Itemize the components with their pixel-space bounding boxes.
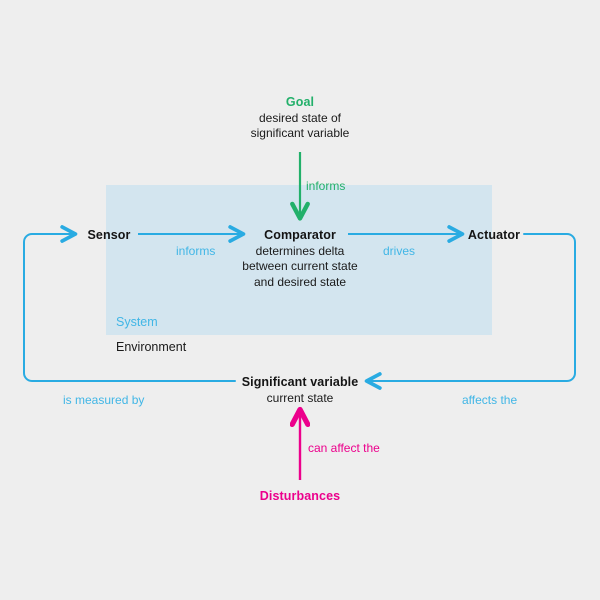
node-actuator-title: Actuator	[467, 228, 521, 242]
node-comparator-subtitle-line2: between current state	[242, 259, 358, 274]
node-sensor-title: Sensor	[87, 228, 131, 242]
edge-label-comparator-to-actuator: drives	[383, 244, 416, 258]
node-disturbances: Disturbances	[200, 488, 400, 505]
node-actuator: Actuator	[432, 227, 556, 244]
node-goal: Goal desired state of significant variab…	[200, 94, 400, 142]
node-comparator-title: Comparator	[264, 228, 336, 242]
node-significant-variable-subtitle-line1: current state	[266, 390, 334, 405]
edge-label-sensor-to-comparator: informs	[176, 244, 216, 258]
node-significant-variable-title: Significant variable	[241, 375, 359, 389]
edge-label-goal-to-comparator: informs	[306, 179, 346, 193]
edge-label-actuator-to-significant-variable: affects the	[462, 393, 518, 407]
node-goal-title: Goal	[285, 95, 315, 109]
edge-significant-variable-to-sensor	[23, 225, 236, 382]
zone-label-environment: Environment	[116, 340, 187, 354]
node-goal-subtitle-line1: desired state of	[258, 110, 342, 125]
node-comparator: Comparator determines delta between curr…	[200, 227, 400, 291]
node-sensor: Sensor	[48, 227, 170, 244]
node-comparator-subtitle-line3: and desired state	[253, 275, 347, 290]
edge-label-significant-variable-to-sensor: is measured by	[63, 393, 145, 407]
node-significant-variable: Significant variable current state	[200, 374, 400, 406]
edge-actuator-to-significant-variable	[364, 233, 576, 390]
node-comparator-subtitle-line1: determines delta	[255, 243, 345, 258]
node-disturbances-title: Disturbances	[259, 489, 341, 503]
zone-label-system: System	[116, 315, 158, 329]
node-goal-subtitle-line2: significant variable	[250, 126, 350, 141]
edge-label-disturbances-to-significant-variable: can affect the	[308, 441, 380, 455]
